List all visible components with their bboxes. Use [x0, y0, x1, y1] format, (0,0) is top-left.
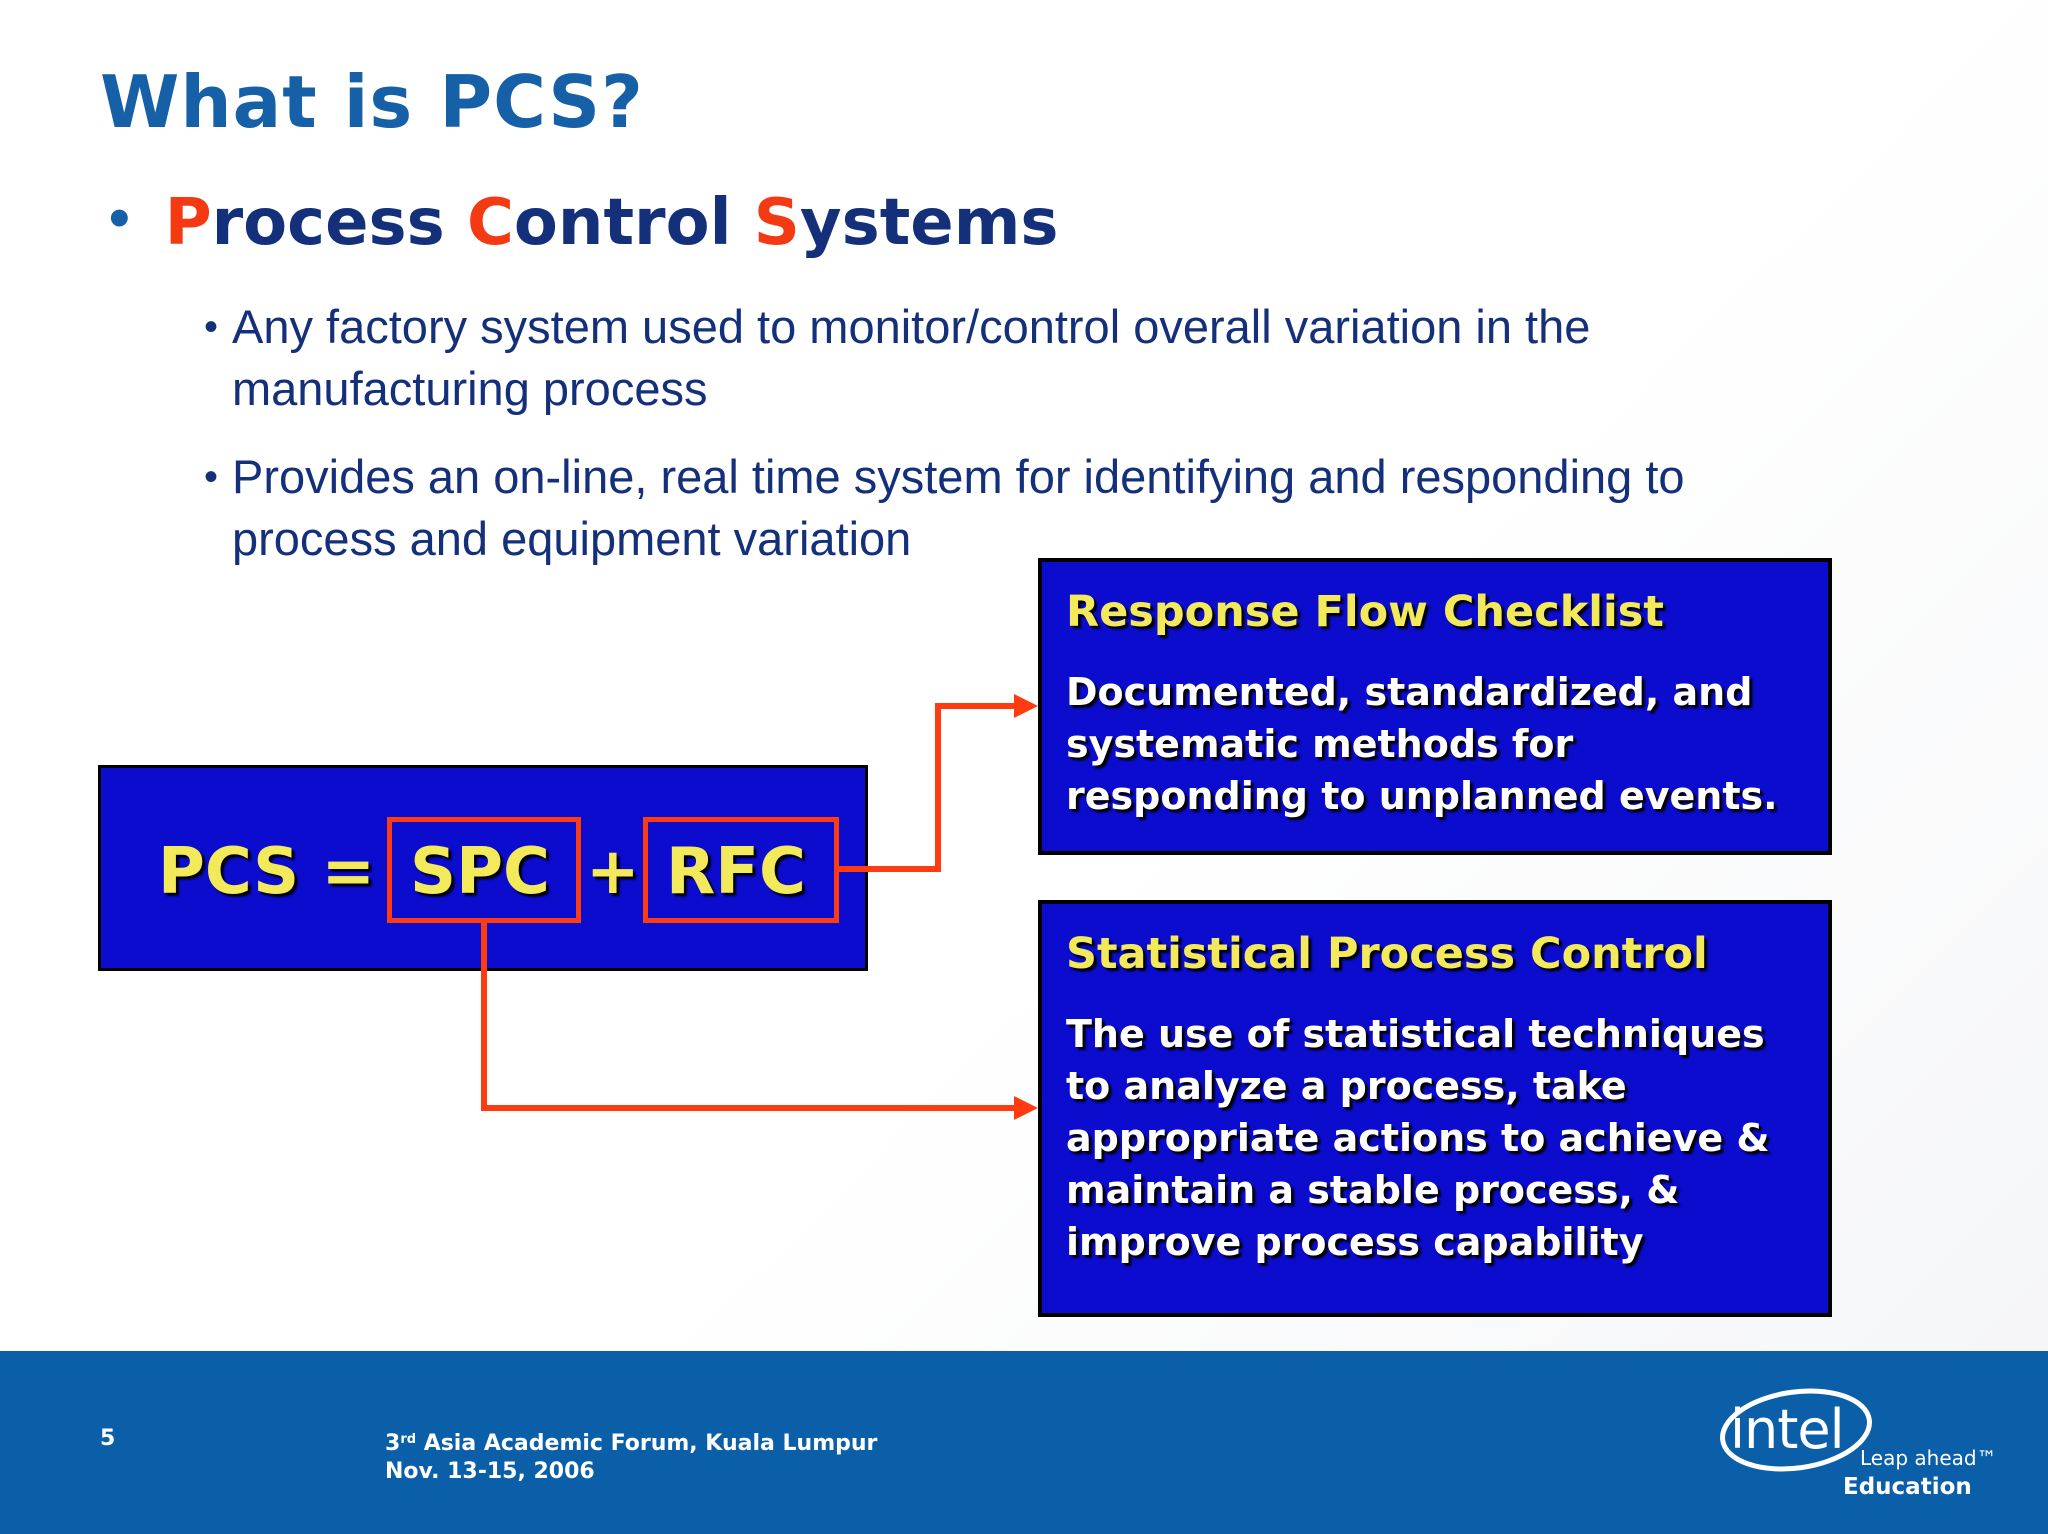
sub-bullet-text: Any factory system used to monitor/contr…: [232, 300, 1591, 415]
spc-description: The use of statistical techniques to ana…: [1066, 1012, 1770, 1264]
pcs-equals-label: PCS =: [158, 835, 376, 909]
word-control-rest: ontrol: [513, 186, 754, 260]
rfc-term: RFC: [666, 835, 806, 909]
spc-arrow: [481, 923, 1030, 1111]
forum-name: Asia Academic Forum, Kuala Lumpur: [416, 1431, 878, 1456]
rfc-arrow: [839, 703, 1030, 872]
forum-info: 3rd Asia Academic Forum, Kuala Lumpur No…: [385, 1426, 877, 1486]
letter-s: S: [753, 186, 800, 260]
spc-title: Statistical Process Control: [1066, 929, 1708, 979]
footer-bar: [0, 1351, 2048, 1534]
rfc-term-frame: [643, 817, 839, 923]
word-systems-rest: ystems: [799, 186, 1059, 260]
sub-bullet-2: • Provides an on-line, real time system …: [204, 446, 1844, 570]
rfc-title: Response Flow Checklist: [1066, 587, 1664, 637]
forum-ordinal-suffix: rd: [400, 1432, 417, 1447]
forum-dates: Nov. 13-15, 2006: [385, 1459, 595, 1484]
spc-term-frame: [387, 817, 581, 923]
logo-tagline: Leap ahead™: [1860, 1446, 1997, 1470]
spc-term: SPC: [410, 835, 550, 909]
sub-bullet-text: Provides an on-line, real time system fo…: [232, 450, 1685, 565]
word-process-rest: rocess: [211, 186, 467, 260]
sub-bullet-dot: •: [204, 455, 219, 499]
plus-sign: +: [586, 835, 640, 909]
bullet-dot: •: [104, 192, 135, 248]
page-number: 5: [100, 1426, 116, 1451]
spc-definition-box: Statistical Process Control The use of s…: [1038, 900, 1832, 1317]
sub-bullet-1: • Any factory system used to monitor/con…: [204, 296, 1844, 420]
slide-title: What is PCS?: [100, 60, 644, 144]
sub-bullet-dot: •: [204, 305, 219, 349]
intel-logo-swoosh-icon: [1720, 1388, 1872, 1472]
forum-ordinal: 3: [385, 1431, 401, 1456]
letter-p: P: [164, 186, 212, 260]
logo-education: Education: [1843, 1474, 1972, 1500]
rfc-description: Documented, standardized, and systematic…: [1066, 670, 1778, 818]
main-bullet: • Process Control Systems: [104, 186, 1058, 260]
rfc-definition-box: Response Flow Checklist Documented, stan…: [1038, 558, 1832, 855]
intel-logo-text: intel: [1730, 1398, 1845, 1461]
letter-c: C: [466, 186, 514, 260]
